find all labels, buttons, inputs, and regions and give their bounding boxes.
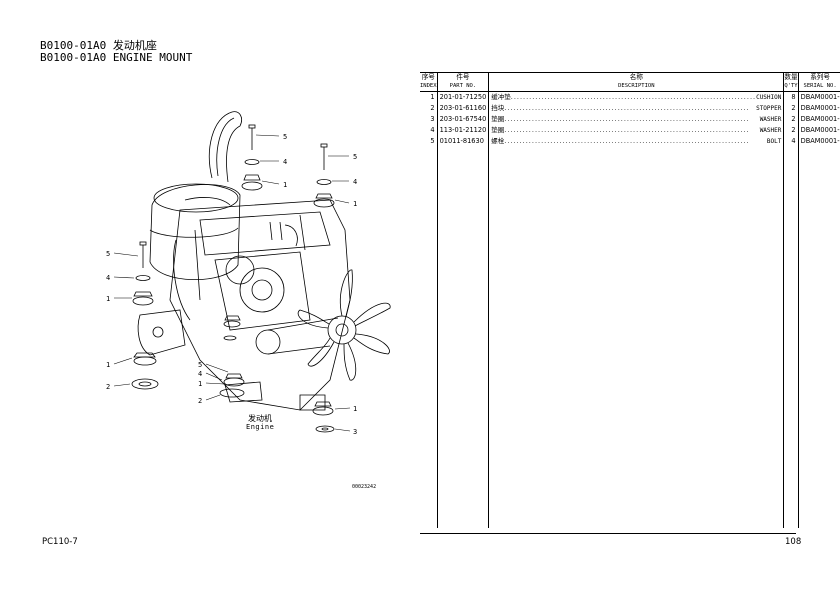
svg-text:5: 5	[198, 361, 202, 369]
svg-text:5: 5	[353, 153, 357, 161]
col-header-index-en: INDEX	[420, 83, 437, 89]
row-part-no: 203-01-61160	[436, 103, 489, 114]
table-row: 5 01011-81630 螺栓 BOLT 4 DBAM0001-	[420, 136, 840, 147]
col-header-index-zh: 序号	[421, 73, 435, 81]
svg-text:4: 4	[198, 370, 202, 378]
empty-cell	[420, 147, 437, 528]
row-desc-en: WASHER	[759, 127, 782, 134]
row-part-no: 201-01-71250	[436, 91, 489, 103]
col-header-serial-zh: 系列号	[810, 73, 830, 81]
col-header-serial-en: SERIAL NO.	[803, 83, 837, 89]
col-header-description-zh: 名称	[629, 73, 643, 81]
empty-cell	[488, 147, 784, 528]
row-part-no: 113-01-21120	[436, 125, 489, 136]
svg-text:1: 1	[106, 295, 110, 303]
svg-text:4: 4	[283, 158, 287, 166]
table-row: 1 201-01-71250 缓冲垫 CUSHION 8 DBAM0001-	[420, 91, 840, 103]
row-qty: 2	[783, 114, 799, 125]
empty-cell	[436, 147, 489, 528]
svg-text:2: 2	[106, 383, 110, 391]
model-label: PC110-7	[42, 537, 78, 547]
empty-cell	[797, 147, 840, 528]
row-description: 垫圈 WASHER	[488, 125, 784, 136]
col-header-part-no-zh: 件号	[456, 73, 470, 81]
svg-text:1: 1	[283, 181, 287, 189]
col-header-part-no-en: PART NO.	[449, 83, 477, 89]
row-index: 4	[430, 126, 435, 134]
row-qty: 8	[783, 91, 799, 103]
svg-text:1: 1	[353, 200, 357, 208]
svg-text:2: 2	[198, 397, 202, 405]
table-bottom-rule	[420, 533, 796, 534]
svg-text:5: 5	[106, 250, 110, 258]
svg-text:5: 5	[283, 133, 287, 141]
row-qty: 2	[783, 103, 799, 114]
engine-mount-illustration: 5 4 1 5 4 1 5 4 1 1 2 5 4 1 2 1 3	[106, 111, 391, 436]
row-serial: DBAM0001-	[797, 136, 840, 147]
row-serial: DBAM0001-	[797, 91, 840, 103]
row-desc-zh: 垫圈	[491, 126, 505, 134]
row-part-no: 203-01-67540	[436, 114, 489, 125]
engine-label-en: Engine	[246, 423, 275, 431]
row-desc-en: STOPPER	[756, 105, 782, 112]
col-header-index: 序号 INDEX	[420, 72, 438, 92]
table-row: 4 113-01-21120 垫圈 WASHER 2 DBAM0001-	[420, 125, 840, 136]
row-desc-en: WASHER	[759, 116, 782, 123]
svg-text:1: 1	[198, 380, 202, 388]
empty-cell	[783, 147, 799, 528]
svg-text:4: 4	[106, 274, 110, 282]
row-desc-zh: 垫圈	[491, 115, 505, 123]
svg-text:3: 3	[353, 428, 357, 436]
page-title-zh: B0100-01A0 发动机座	[40, 39, 157, 52]
row-description: 挡块 STOPPER	[488, 103, 784, 114]
row-desc-en: BOLT	[766, 138, 782, 145]
col-header-part-no: 件号 PART NO.	[436, 72, 489, 92]
row-index: 1	[430, 93, 435, 101]
col-header-serial: 系列号 SERIAL NO.	[797, 72, 840, 92]
row-index: 2	[430, 104, 435, 112]
row-description: 缓冲垫 CUSHION	[488, 91, 784, 103]
svg-text:4: 4	[353, 178, 357, 186]
col-header-qty-zh: 数量	[784, 73, 798, 81]
row-desc-en: CUSHION	[756, 94, 782, 101]
row-serial: DBAM0001-	[797, 103, 840, 114]
row-qty: 2	[783, 125, 799, 136]
col-header-qty: 数量 Q'TY	[783, 72, 799, 92]
row-qty: 4	[783, 136, 799, 147]
row-index: 5	[430, 137, 435, 145]
row-part-no: 01011-81630	[436, 136, 489, 147]
page-title-en: B0100-01A0 ENGINE MOUNT	[40, 51, 193, 64]
row-desc-zh: 挡块	[491, 104, 505, 112]
drawing-code: 00023242	[352, 484, 377, 490]
col-header-description-en: DESCRIPTION	[618, 83, 655, 89]
row-desc-zh: 螺栓	[491, 137, 505, 145]
svg-text:1: 1	[106, 361, 110, 369]
table-row: 3 203-01-67540 垫圈 WASHER 2 DBAM0001-	[420, 114, 840, 125]
row-description: 垫圈 WASHER	[488, 114, 784, 125]
col-header-description: 名称 DESCRIPTION	[488, 72, 784, 92]
table-row: 2 203-01-61160 挡块 STOPPER 2 DBAM0001-	[420, 103, 840, 114]
table-empty-space	[420, 147, 840, 528]
row-serial: DBAM0001-	[797, 114, 840, 125]
page-number: 108	[785, 537, 802, 547]
row-serial: DBAM0001-	[797, 125, 840, 136]
row-description: 螺栓 BOLT	[488, 136, 784, 147]
col-header-qty-en: Q'TY	[784, 83, 798, 89]
row-index: 3	[430, 115, 435, 123]
svg-text:1: 1	[353, 405, 357, 413]
row-desc-zh: 缓冲垫	[491, 93, 511, 101]
engine-label-zh: 发动机	[248, 414, 272, 423]
